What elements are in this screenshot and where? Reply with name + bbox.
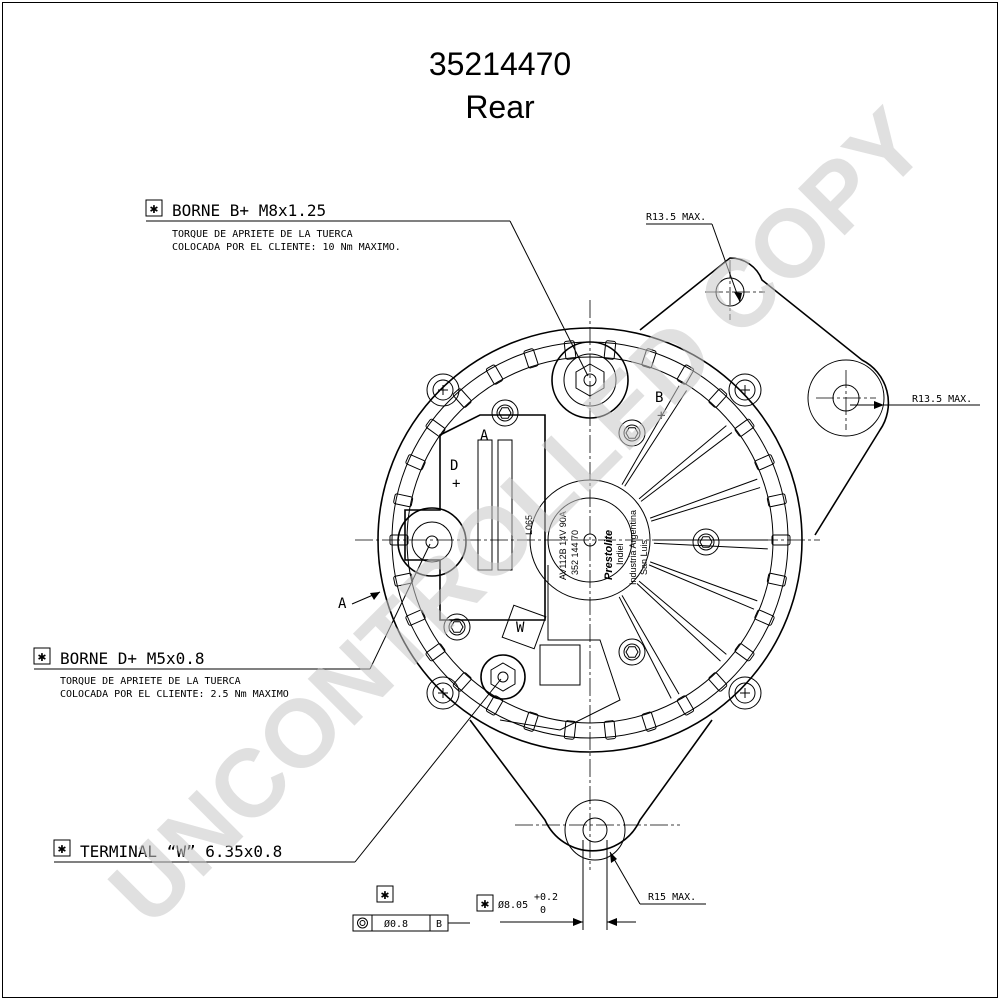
svg-text:✱: ✱	[150, 201, 159, 217]
mark-w: W	[516, 620, 525, 636]
b-plus-note-1: TORQUE DE APRIETE DE LA TUERCA	[172, 229, 353, 240]
view-label: Rear	[465, 89, 535, 125]
terminal-w-label: TERMINAL “W” 6.35x0.8	[80, 842, 282, 861]
callout-d-plus: ✱ BORNE D+ M5x0.8 TORQUE DE APRIETE DE L…	[33, 543, 431, 700]
datum-b: B	[436, 919, 442, 930]
svg-text:✱: ✱	[481, 896, 490, 912]
d-plus-label: BORNE D+ M5x0.8	[60, 649, 205, 668]
mounting-ears	[469, 257, 890, 861]
mark-d: D	[450, 458, 458, 474]
concentric-circles-icon	[357, 917, 368, 929]
model-text: AV112B 14V 90A	[558, 511, 568, 580]
r-bottom-label: R15 MAX.	[648, 892, 696, 903]
section-a: A	[338, 596, 347, 612]
brand-logo: Prestolite	[603, 530, 615, 580]
r-right-dimension: R13.5 MAX.	[850, 394, 980, 409]
origin-line1: Industria Argentina	[628, 510, 638, 585]
b-plus-label: BORNE B+ M8x1.25	[172, 201, 326, 220]
asterisk-box-icon	[53, 839, 71, 857]
mark-d-plus: +	[452, 476, 460, 492]
origin-line2: San Luis	[639, 539, 649, 575]
r-right-label: R13.5 MAX.	[912, 394, 972, 405]
d-plus-note-1: TORQUE DE APRIETE DE LA TUERCA	[60, 676, 241, 687]
position-tolerance: Ø0.8	[384, 918, 408, 930]
feature-control-frame: ✱ Ø0.8 B	[352, 885, 470, 932]
svg-text:✱: ✱	[381, 887, 390, 903]
hole-tol-upper: +0.2	[534, 892, 558, 903]
b-plus-terminal	[551, 341, 629, 419]
d-plus-terminal	[397, 507, 467, 577]
radial-ribs	[618, 385, 768, 699]
alternator-housing	[377, 327, 803, 753]
hole-diameter: Ø8.05	[498, 899, 528, 911]
mark-a-plate: A	[480, 428, 489, 444]
housing-bolts	[426, 373, 762, 710]
asterisk-box-icon	[145, 199, 163, 217]
part-text: 352 144 70	[570, 530, 580, 575]
hole-dimension: ✱ Ø8.05 +0.2 0	[476, 840, 636, 930]
asterisk-box-icon	[476, 894, 494, 912]
cooling-slots	[389, 340, 791, 740]
mark-b-plus: +	[657, 408, 665, 424]
asterisk-box-icon	[376, 885, 394, 903]
callout-b-plus: ✱ BORNE B+ M8x1.25 TORQUE DE APRIETE DE …	[145, 199, 589, 377]
part-number: 35214470	[429, 46, 571, 82]
callout-terminal-w: ✱ TERMINAL “W” 6.35x0.8	[53, 678, 502, 863]
r-top-dimension: R13.5 MAX.	[646, 212, 742, 303]
b-plus-note-2: COLOCADA POR EL CLIENTE: 10 Nm MAXIMO.	[172, 242, 401, 253]
code-text: L065	[524, 515, 534, 535]
sub-brand: Indiel	[615, 543, 625, 565]
mark-b: B	[655, 390, 663, 406]
hole-tol-lower: 0	[540, 905, 546, 916]
w-terminal	[480, 604, 547, 700]
svg-text:✱: ✱	[38, 649, 47, 665]
r-top-label: R13.5 MAX.	[646, 212, 706, 223]
section-marker: A	[338, 591, 381, 612]
asterisk-box-icon	[33, 647, 51, 665]
nameplate: Prestolite Indiel AV112B 14V 90A 352 144…	[524, 510, 649, 585]
r-bottom-dimension: R15 MAX.	[609, 851, 706, 905]
d-plus-note-2: COLOCADA POR EL CLIENTE: 2.5 Nm MAXIMO	[60, 689, 289, 700]
svg-text:✱: ✱	[58, 841, 67, 857]
